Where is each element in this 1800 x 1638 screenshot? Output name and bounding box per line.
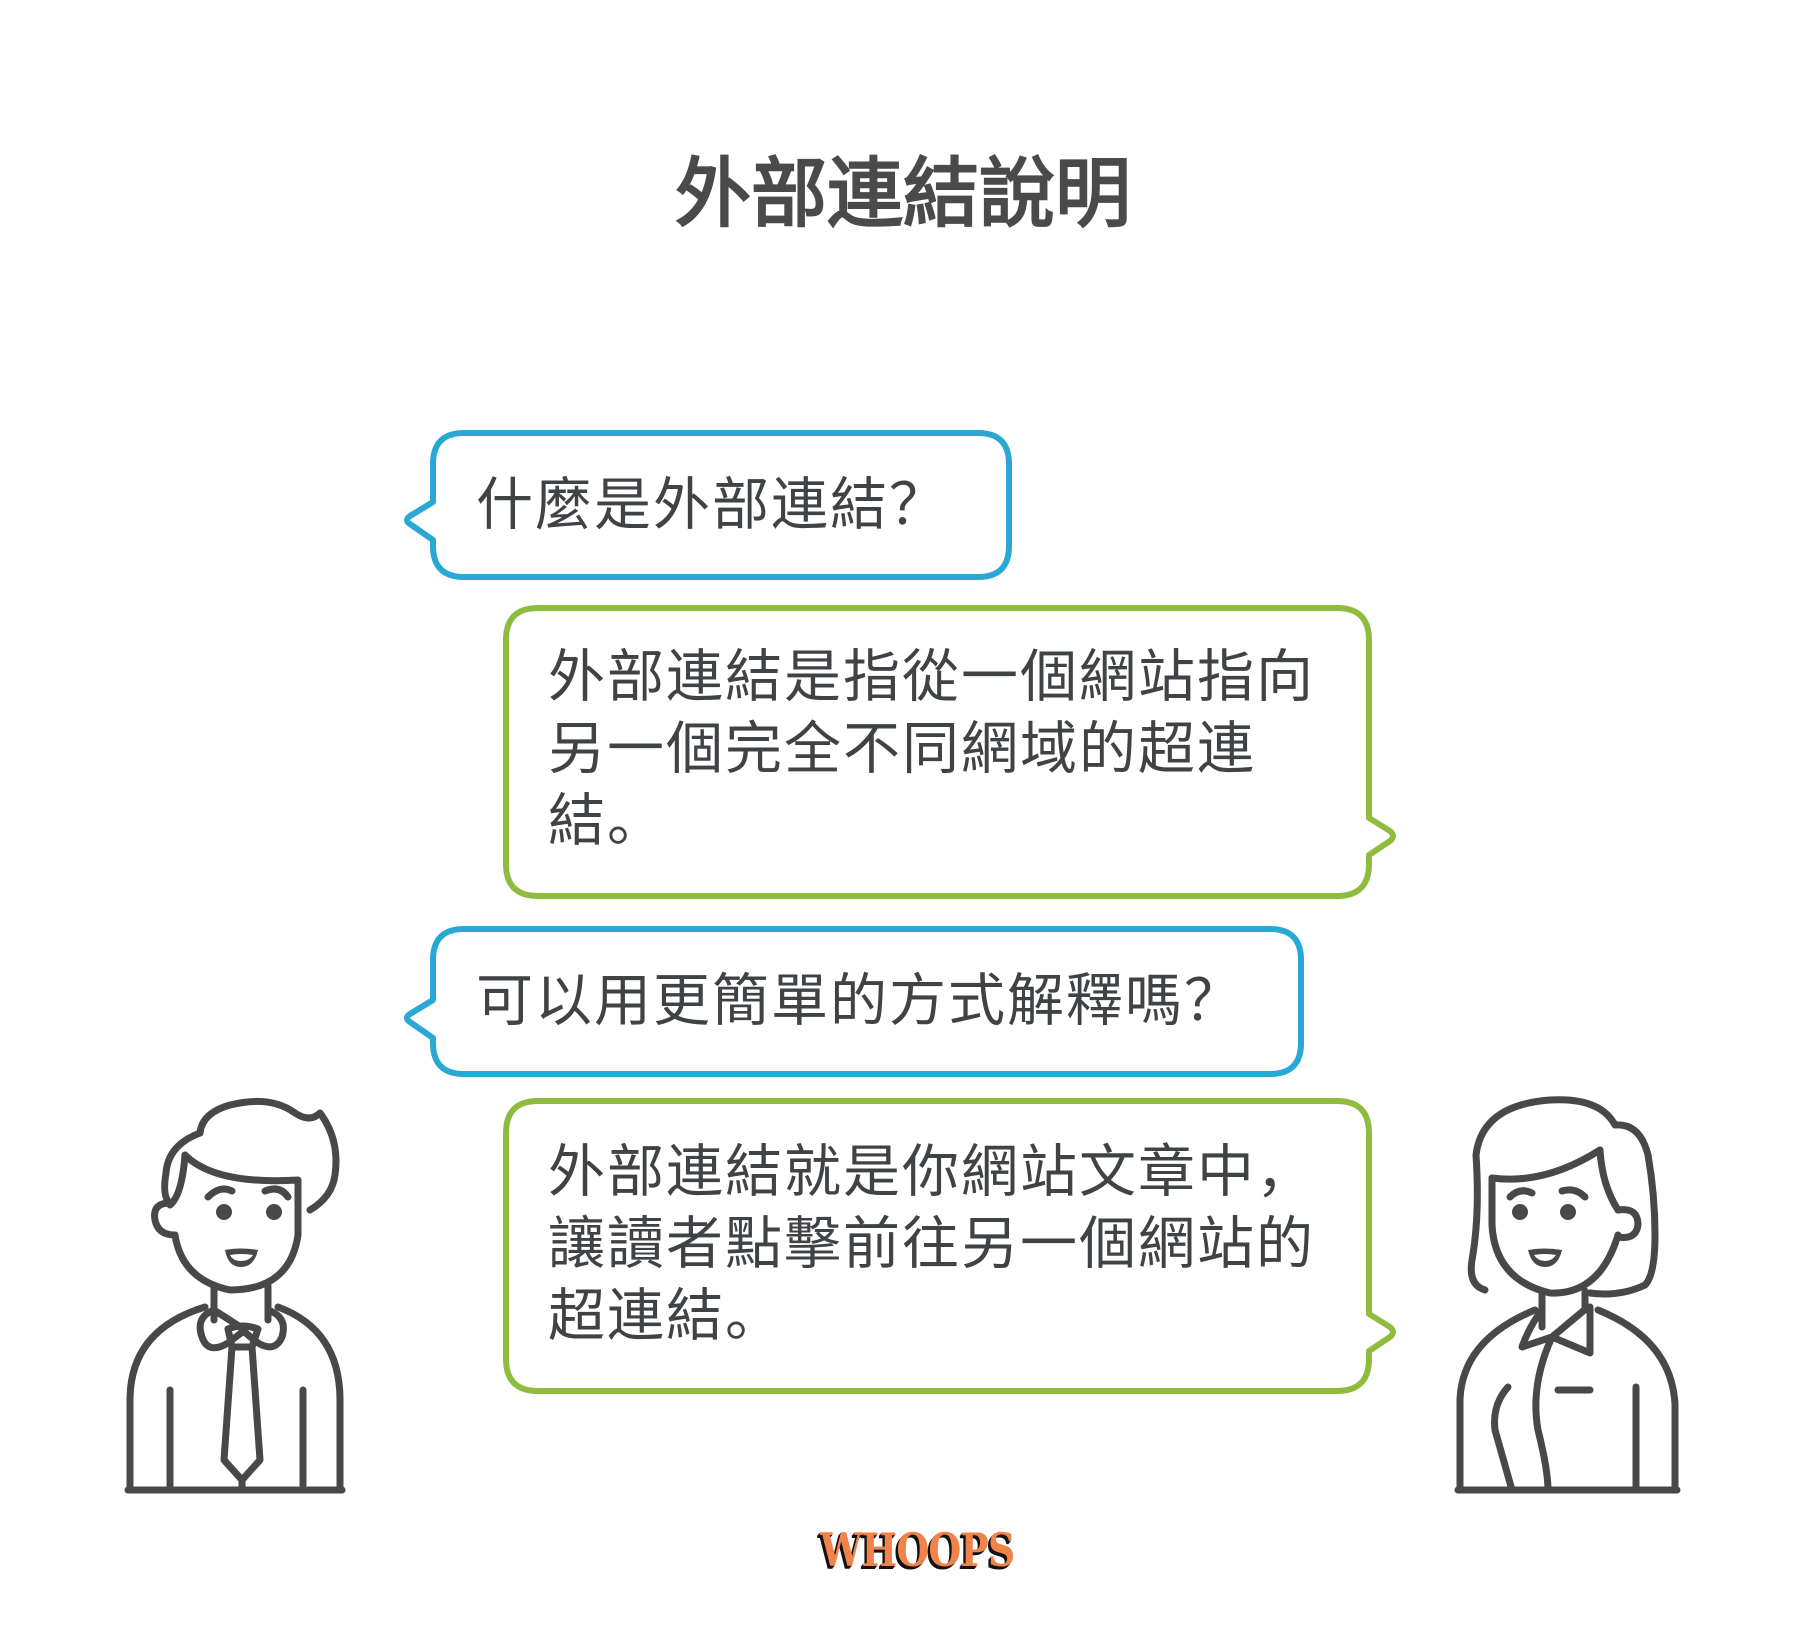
question-text-2: 可以用更簡單的方式解釋嗎？ <box>476 968 1243 1034</box>
answer-text-2: 外部連結就是你網站文章中，讓讀者點擊前往另一個網站的超連結。 <box>548 1139 1315 1349</box>
page-title: 外部連結說明 <box>675 149 1131 238</box>
question-text-1: 什麼是外部連結？ <box>476 472 948 538</box>
question-bubble-1 <box>404 430 1012 580</box>
man-with-tie-icon <box>124 1097 346 1494</box>
woman-with-collar-icon <box>1454 1096 1681 1494</box>
question-bubble-2 <box>404 926 1304 1077</box>
answer-text-1: 外部連結是指從一個網站指向另一個完全不同網域的超連結。 <box>548 644 1315 854</box>
answer-bubble-2 <box>503 1098 1396 1394</box>
whoops-logo: WHOOPS <box>820 1522 1015 1578</box>
answer-bubble-1 <box>503 605 1396 899</box>
whoops-logo-text: WHOOPS <box>820 1523 1015 1577</box>
